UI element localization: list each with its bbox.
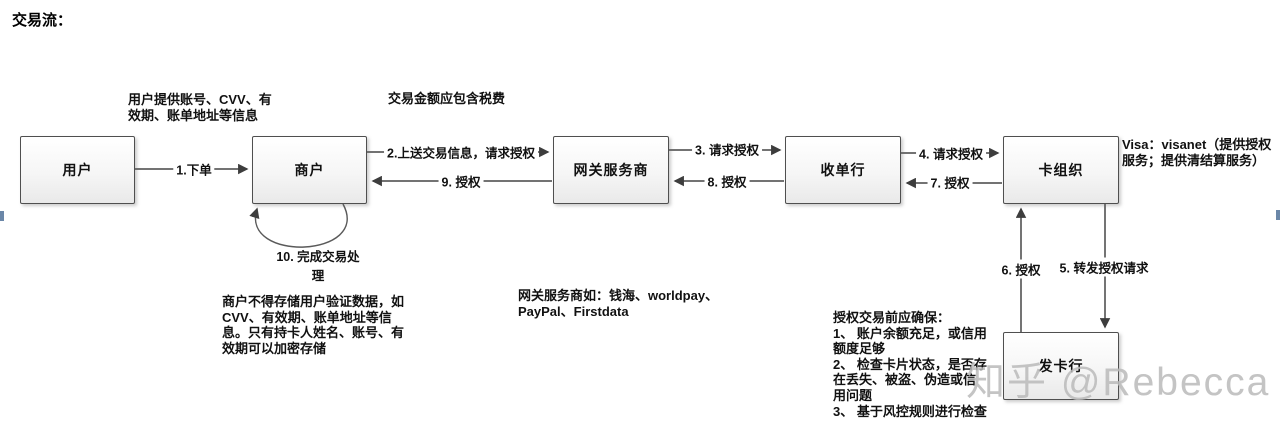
edge-3-label: 3. 请求授权 <box>692 139 762 159</box>
annotation-auth-checks: 授权交易前应确保： 1、 账户余额充足，或信用 额度足够 2、 检查卡片状态，是… <box>833 310 987 419</box>
edge-1-label: 1.下单 <box>173 159 215 179</box>
node-merchant: 商户 <box>252 136 367 204</box>
annotation-tax: 交易金额应包含税费 <box>388 91 506 106</box>
edge-9-label: 9. 授权 <box>438 171 484 191</box>
annotation-user-info: 用户提供账号、CVV、有 效期、账单地址等信息 <box>128 92 272 123</box>
node-gateway: 网关服务商 <box>553 136 669 204</box>
right-edge-marker <box>1276 210 1280 220</box>
annotation-gateway-examples: 网关服务商如：钱海、worldpay、 PayPal、Firstdata <box>518 288 719 319</box>
edge-4-label: 4. 请求授权 <box>916 143 986 163</box>
node-user: 用户 <box>20 136 135 204</box>
node-issuer: 发卡行 <box>1003 332 1119 400</box>
node-merchant-label: 商户 <box>294 162 325 178</box>
node-card-org-label: 卡组织 <box>1038 162 1084 178</box>
edge-2-label: 2.上送交易信息，请求授权 <box>384 142 538 162</box>
zhihu-watermark: 知乎 @Rebecca <box>966 361 1271 404</box>
edge-7-label: 7. 授权 <box>927 172 973 192</box>
diagram-title: 交易流： <box>12 12 73 29</box>
edge-10-self-loop-arrow <box>249 203 348 248</box>
node-acquirer: 收单行 <box>785 136 901 204</box>
node-issuer-label: 发卡行 <box>1038 358 1084 374</box>
edge-6-label: 6. 授权 <box>998 259 1044 279</box>
node-acquirer-label: 收单行 <box>820 162 866 178</box>
edge-10-label: 10. 完成交易处 理 <box>276 250 360 283</box>
edge-5-label: 5. 转发授权请求 <box>1056 257 1152 277</box>
annotation-visa: Visa：visanet（提供授权 服务；提供清结算服务） <box>1122 137 1272 168</box>
node-gateway-label: 网关服务商 <box>573 162 649 178</box>
annotation-merchant-storage: 商户不得存储用户验证数据，如 CVV、有效期、账单地址等信 息。只有持卡人姓名、… <box>222 294 405 356</box>
left-edge-marker <box>0 211 4 221</box>
edge-8-label: 8. 授权 <box>704 171 750 191</box>
node-card-org: 卡组织 <box>1003 136 1119 204</box>
node-user-label: 用户 <box>62 162 93 178</box>
